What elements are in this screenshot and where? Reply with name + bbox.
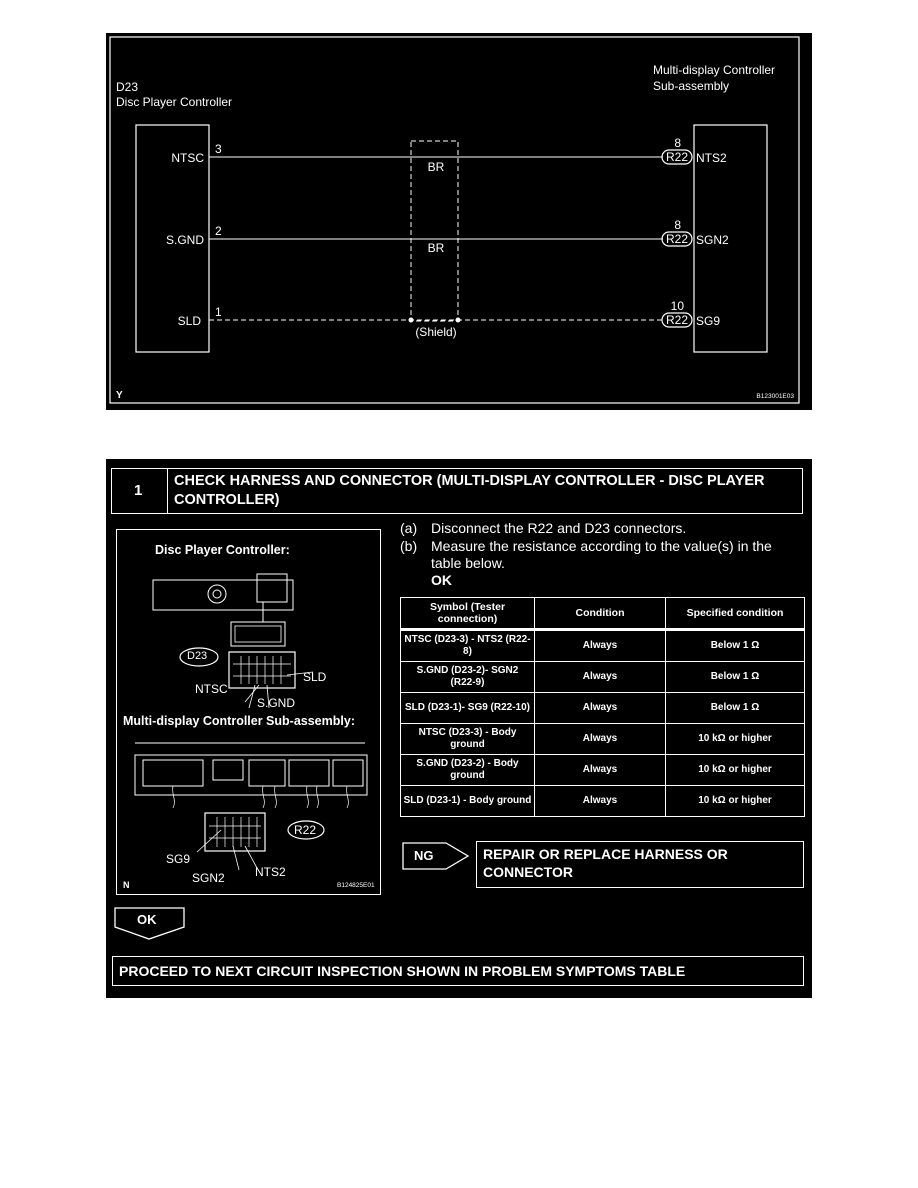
table-cell: 10 kΩ or higher	[665, 785, 805, 817]
instruction-b-marker: (b)	[400, 538, 418, 554]
table-header-row: Symbol (Tester connection) Condition Spe…	[400, 597, 805, 630]
table-row: NTSC (D23-3) - Body ground Always 10 kΩ …	[400, 723, 805, 755]
corner-letter: Y	[116, 390, 123, 401]
instruction-a-text: Disconnect the R22 and D23 connectors.	[431, 520, 687, 536]
illus-sgn2-label: SGN2	[192, 871, 225, 885]
right-connector-1: R22	[666, 150, 688, 164]
step-title-line2: CONTROLLER)	[174, 492, 280, 508]
left-signal-sld: SLD	[178, 314, 202, 328]
illus-sgnd-label: S.GND	[257, 696, 296, 710]
illus-r22-label: R22	[294, 823, 317, 837]
wire-color-1: BR	[428, 160, 445, 174]
table-row: SLD (D23-1)- SG9 (R22-10) Always Below 1…	[400, 692, 805, 724]
right-signal-nts2: NTS2	[696, 151, 727, 165]
illus-sld-label: SLD	[303, 670, 327, 684]
left-connector-code: D23	[116, 80, 138, 94]
table-cell: S.GND (D23-2) - Body ground	[400, 754, 535, 786]
illus-multi-display-label: Multi-display Controller Sub-assembly:	[123, 714, 355, 728]
multi-display-controller-box	[693, 124, 768, 353]
illus-sg9-label: SG9	[166, 852, 191, 866]
table-row: S.GND (D23-2) - Body ground Always 10 kΩ…	[400, 754, 805, 786]
ng-action-line2: CONNECTOR	[483, 864, 573, 880]
table-cell: Always	[534, 785, 666, 817]
right-signal-sg9: SG9	[696, 314, 720, 328]
header-condition: Condition	[534, 597, 666, 630]
illus-ntsc-label: NTSC	[195, 682, 228, 696]
r22-oval-1	[661, 149, 693, 165]
right-pin-2: 8	[674, 218, 681, 232]
ng-action-box: REPAIR OR REPLACE HARNESS OR CONNECTOR	[476, 841, 804, 888]
illus-disc-player-label: Disc Player Controller:	[155, 543, 290, 557]
wiring-diagram-panel: D23 Disc Player Controller Multi-display…	[106, 33, 812, 410]
table-cell: Below 1 Ω	[665, 692, 805, 724]
table-cell: 10 kΩ or higher	[665, 754, 805, 786]
shield-outline	[410, 140, 459, 322]
right-pin-1: 8	[674, 136, 681, 150]
left-connector-name: Disc Player Controller	[116, 95, 232, 109]
right-connector-3: R22	[666, 313, 688, 327]
wiring-diagram: D23 Disc Player Controller Multi-display…	[109, 36, 800, 404]
proceed-text: PROCEED TO NEXT CIRCUIT INSPECTION SHOWN…	[119, 963, 686, 979]
illus-d23-label: D23	[187, 650, 208, 662]
header-specified-condition: Specified condition	[665, 597, 805, 630]
ng-label: NG	[414, 848, 434, 863]
table-cell: Always	[534, 692, 666, 724]
table-cell: NTSC (D23-3) - Body ground	[400, 723, 535, 755]
r22-oval-3	[661, 312, 693, 328]
left-signal-sgnd: S.GND	[166, 233, 204, 247]
ok-arrow	[114, 907, 185, 940]
wire-color-2: BR	[428, 241, 445, 255]
table-cell: Below 1 Ω	[665, 661, 805, 693]
right-signal-sgn2: SGN2	[696, 233, 729, 247]
illus-nts2-label: NTS2	[255, 865, 286, 879]
shield-label: (Shield)	[415, 325, 456, 339]
table-cell: Always	[534, 629, 666, 662]
step-number-cell: 1	[112, 469, 168, 513]
instruction-a-marker: (a)	[400, 520, 418, 536]
illus-corner-letter: N	[123, 880, 130, 890]
table-cell: Always	[534, 723, 666, 755]
illus-figure-id: B124825E01	[337, 882, 375, 889]
shield-junction-right	[455, 317, 461, 323]
left-pin-2: 2	[215, 224, 222, 238]
table-cell: 10 kΩ or higher	[665, 723, 805, 755]
left-pin-3: 3	[215, 142, 222, 156]
right-connector-name-1: Multi-display Controller	[653, 63, 775, 77]
ok-arrow-label: OK	[137, 912, 157, 927]
step-header: 1 CHECK HARNESS AND CONNECTOR (MULTI-DIS…	[111, 468, 803, 514]
ok-criteria-label: OK	[431, 572, 452, 588]
table-cell: S.GND (D23-2)- SGN2 (R22-9)	[400, 661, 535, 693]
right-connector-2: R22	[666, 232, 688, 246]
inspection-step-panel: 1 CHECK HARNESS AND CONNECTOR (MULTI-DIS…	[106, 459, 812, 998]
table-cell: Always	[534, 754, 666, 786]
connector-illustration-drawing	[134, 573, 368, 871]
step-title-line1: CHECK HARNESS AND CONNECTOR (MULTI-DISPL…	[174, 473, 765, 489]
instruction-b-text: Measure the resistance according to the …	[431, 538, 772, 554]
right-connector-name-2: Sub-assembly	[653, 79, 729, 93]
table-cell: SLD (D23-1) - Body ground	[400, 785, 535, 817]
table-cell: SLD (D23-1)- SG9 (R22-10)	[400, 692, 535, 724]
table-row: NTSC (D23-3) - NTS2 (R22-8) Always Below…	[400, 629, 805, 662]
connector-illustration: Disc Player Controller: D23 SLD NTSC S.G…	[116, 529, 381, 895]
table-row: SLD (D23-1) - Body ground Always 10 kΩ o…	[400, 785, 805, 817]
ng-action-line1: REPAIR OR REPLACE HARNESS OR	[483, 846, 728, 862]
left-signal-ntsc: NTSC	[171, 151, 204, 165]
figure-id: B123001E03	[756, 393, 794, 400]
right-pin-3: 10	[671, 299, 685, 313]
table-cell: Always	[534, 661, 666, 693]
shield-junction-left	[408, 317, 414, 323]
r22-oval-2	[661, 231, 693, 247]
table-cell: Below 1 Ω	[665, 629, 805, 662]
instruction-b-text-2: table below.	[431, 555, 505, 571]
table-cell: NTSC (D23-3) - NTS2 (R22-8)	[400, 629, 535, 662]
proceed-box: PROCEED TO NEXT CIRCUIT INSPECTION SHOWN…	[112, 956, 804, 986]
header-symbol: Symbol (Tester connection)	[400, 597, 535, 630]
left-pin-1: 1	[215, 305, 222, 319]
ng-arrow	[402, 842, 470, 870]
step-number: 1	[134, 482, 143, 499]
resistance-spec-table: Symbol (Tester connection) Condition Spe…	[400, 597, 805, 817]
table-row: S.GND (D23-2)- SGN2 (R22-9) Always Below…	[400, 661, 805, 693]
